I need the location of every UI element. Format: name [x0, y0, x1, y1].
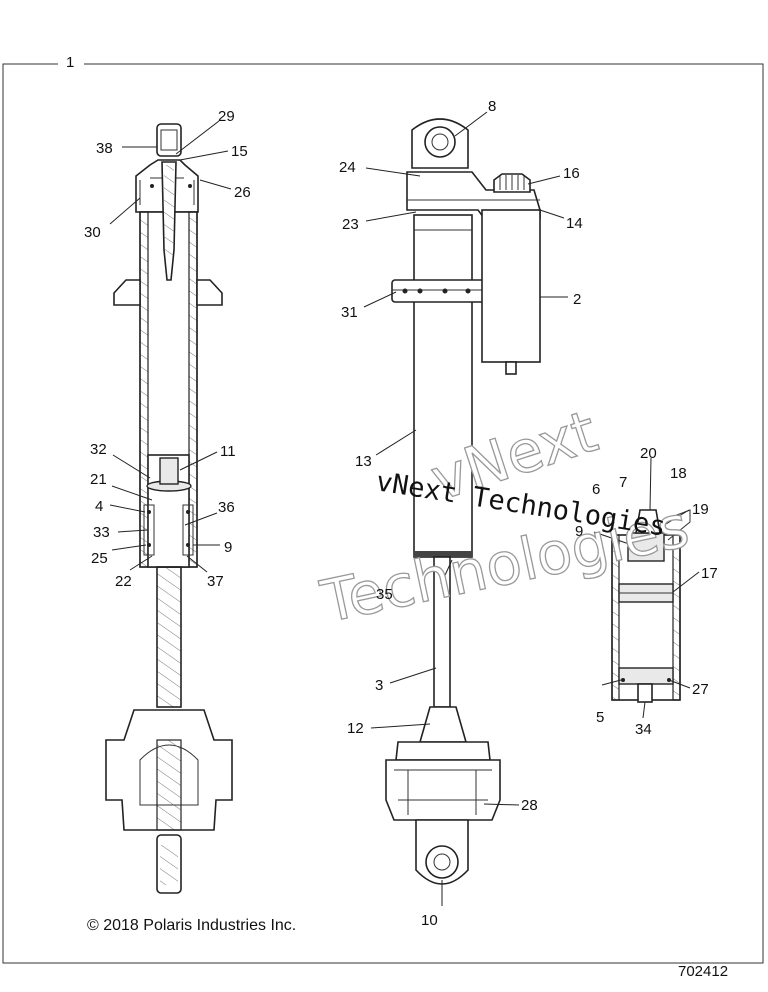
callout-2: 2	[573, 291, 581, 308]
callout-27: 27	[692, 681, 709, 698]
callout-3: 3	[375, 677, 383, 694]
callout-31: 31	[341, 304, 358, 321]
callout-28: 28	[521, 797, 538, 814]
callout-17: 17	[701, 565, 718, 582]
callout-13: 13	[355, 453, 372, 470]
right-leaders	[593, 457, 700, 719]
frame	[2, 63, 764, 964]
callout-18: 18	[670, 465, 687, 482]
copyright-text: © 2018 Polaris Industries Inc.	[87, 917, 296, 934]
callout-29: 29	[218, 108, 235, 125]
callout-30: 30	[84, 224, 101, 241]
center-leaders	[363, 111, 568, 906]
callout-20: 20	[640, 445, 657, 462]
right-reservoir-section	[611, 509, 691, 703]
callout-4: 4	[95, 498, 103, 515]
callout-9-right: 9	[575, 523, 583, 540]
callout-11: 11	[220, 443, 236, 460]
callout-32: 32	[90, 441, 107, 458]
callout-16: 16	[563, 165, 580, 182]
left-shock-section	[105, 123, 233, 894]
callout-35: 35	[376, 586, 393, 603]
callout-15: 15	[231, 143, 248, 160]
callout-9-left: 9	[224, 539, 232, 556]
callout-36: 36	[218, 499, 235, 516]
callouts: 38 29 15 26 30 32 11 21 4 36 33 25 9 22 …	[84, 98, 718, 929]
callout-37: 37	[207, 573, 224, 590]
center-shock	[385, 118, 541, 885]
callout-21: 21	[90, 471, 107, 488]
callout-10: 10	[421, 912, 438, 929]
callout-33: 33	[93, 524, 110, 541]
callout-12: 12	[347, 720, 364, 737]
callout-5: 5	[596, 709, 604, 726]
callout-14: 14	[566, 215, 583, 232]
callout-19: 19	[692, 501, 709, 518]
frame-label: 1	[66, 54, 74, 71]
callout-7: 7	[619, 474, 627, 491]
callout-25: 25	[91, 550, 108, 567]
callout-34: 34	[635, 721, 652, 738]
callout-22: 22	[115, 573, 132, 590]
callout-26: 26	[234, 184, 251, 201]
callout-8: 8	[488, 98, 496, 115]
callout-23: 23	[342, 216, 359, 233]
left-leaders	[109, 120, 232, 573]
callout-38: 38	[96, 140, 113, 157]
drawing-number: 702412	[678, 963, 728, 980]
callout-6: 6	[592, 481, 600, 498]
callout-24: 24	[339, 159, 356, 176]
